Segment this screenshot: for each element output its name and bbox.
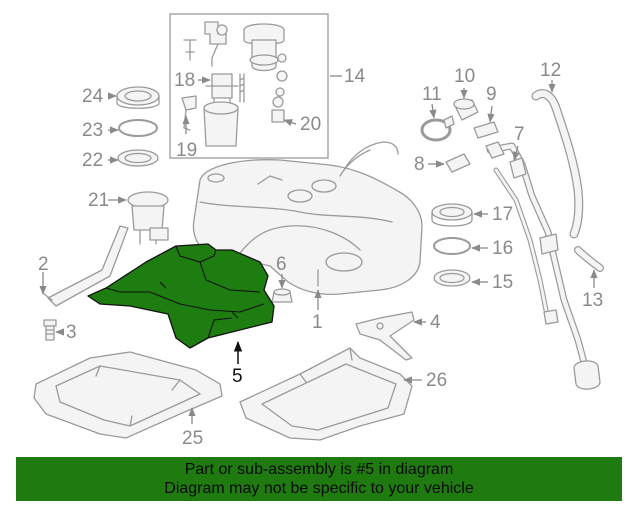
skid-plate-left <box>33 351 223 439</box>
info-banner: Part or sub-assembly is #5 in diagram Di… <box>16 457 622 501</box>
skid-plate-right <box>239 347 413 441</box>
callout-18: 18 <box>174 70 195 91</box>
callout-5[interactable]: 5 <box>232 366 243 387</box>
callout-11: 11 <box>422 84 442 105</box>
leader-lines <box>39 75 598 424</box>
callout-24: 24 <box>82 86 104 107</box>
filler-pipe <box>485 141 601 390</box>
callout-23: 23 <box>82 120 103 141</box>
callout-10: 10 <box>454 66 475 87</box>
heat-shield-part-5[interactable] <box>87 243 275 349</box>
small-parts <box>420 98 499 173</box>
breather-hose <box>531 89 604 272</box>
callout-1: 1 <box>312 312 323 333</box>
callout-25: 25 <box>182 428 203 449</box>
callout-22: 22 <box>82 150 103 171</box>
callout-15: 15 <box>492 272 513 293</box>
bracket <box>355 311 415 361</box>
bolt <box>43 319 57 341</box>
callout-17: 17 <box>492 204 513 225</box>
callout-19: 19 <box>176 140 197 161</box>
banner-line-part: Part or sub-assembly is #5 in diagram <box>184 461 454 478</box>
callout-3: 3 <box>66 322 77 343</box>
callout-labels: 14 24 23 22 21 18 19 20 2 3 5 6 1 4 25 2… <box>38 60 603 449</box>
callout-21: 21 <box>88 190 109 211</box>
callout-16: 16 <box>492 238 513 259</box>
callout-14: 14 <box>344 66 366 87</box>
grommet <box>271 288 293 303</box>
callout-9: 9 <box>486 84 497 105</box>
callout-13: 13 <box>582 290 603 311</box>
callout-8: 8 <box>414 154 425 175</box>
callout-2: 2 <box>38 254 49 275</box>
pump-assembly-box <box>169 13 329 159</box>
left-rings <box>116 86 160 167</box>
callout-7: 7 <box>514 124 525 145</box>
callout-4: 4 <box>430 312 441 333</box>
banner-line-disclaimer: Diagram may not be specific to your vehi… <box>164 480 474 497</box>
parts-diagram: 14 24 23 22 21 18 19 20 2 3 5 6 1 4 25 2… <box>33 13 604 449</box>
right-rings <box>431 203 473 287</box>
sender-unit <box>127 191 169 245</box>
callout-26: 26 <box>426 370 447 391</box>
strap-left <box>43 225 129 307</box>
callout-12: 12 <box>540 60 561 81</box>
callout-20: 20 <box>300 114 321 135</box>
callout-6: 6 <box>276 254 287 275</box>
